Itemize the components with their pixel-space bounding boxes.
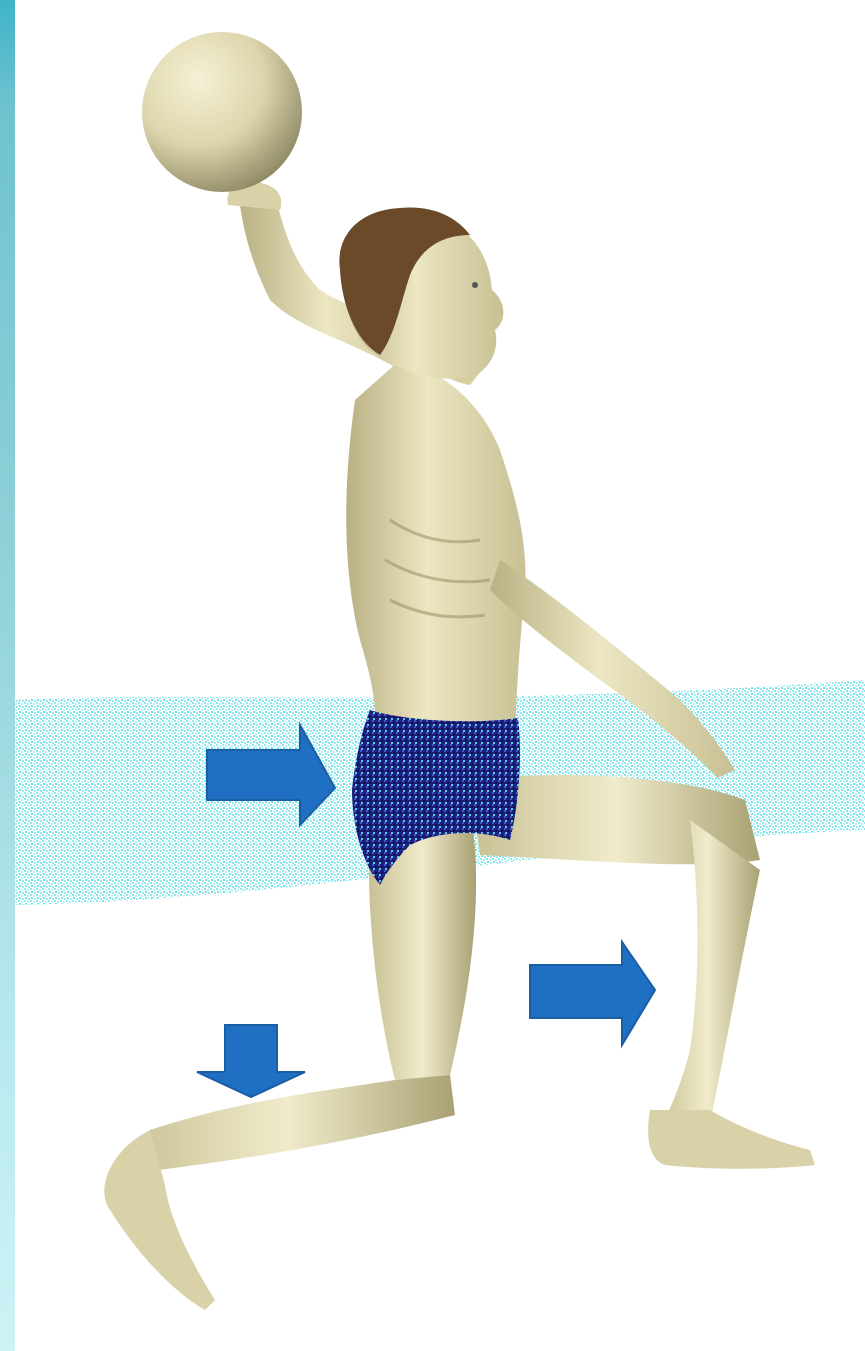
eye <box>472 282 478 288</box>
ball <box>142 32 302 192</box>
knee-arrow <box>530 942 655 1045</box>
back-foot-arrow <box>197 1025 305 1097</box>
